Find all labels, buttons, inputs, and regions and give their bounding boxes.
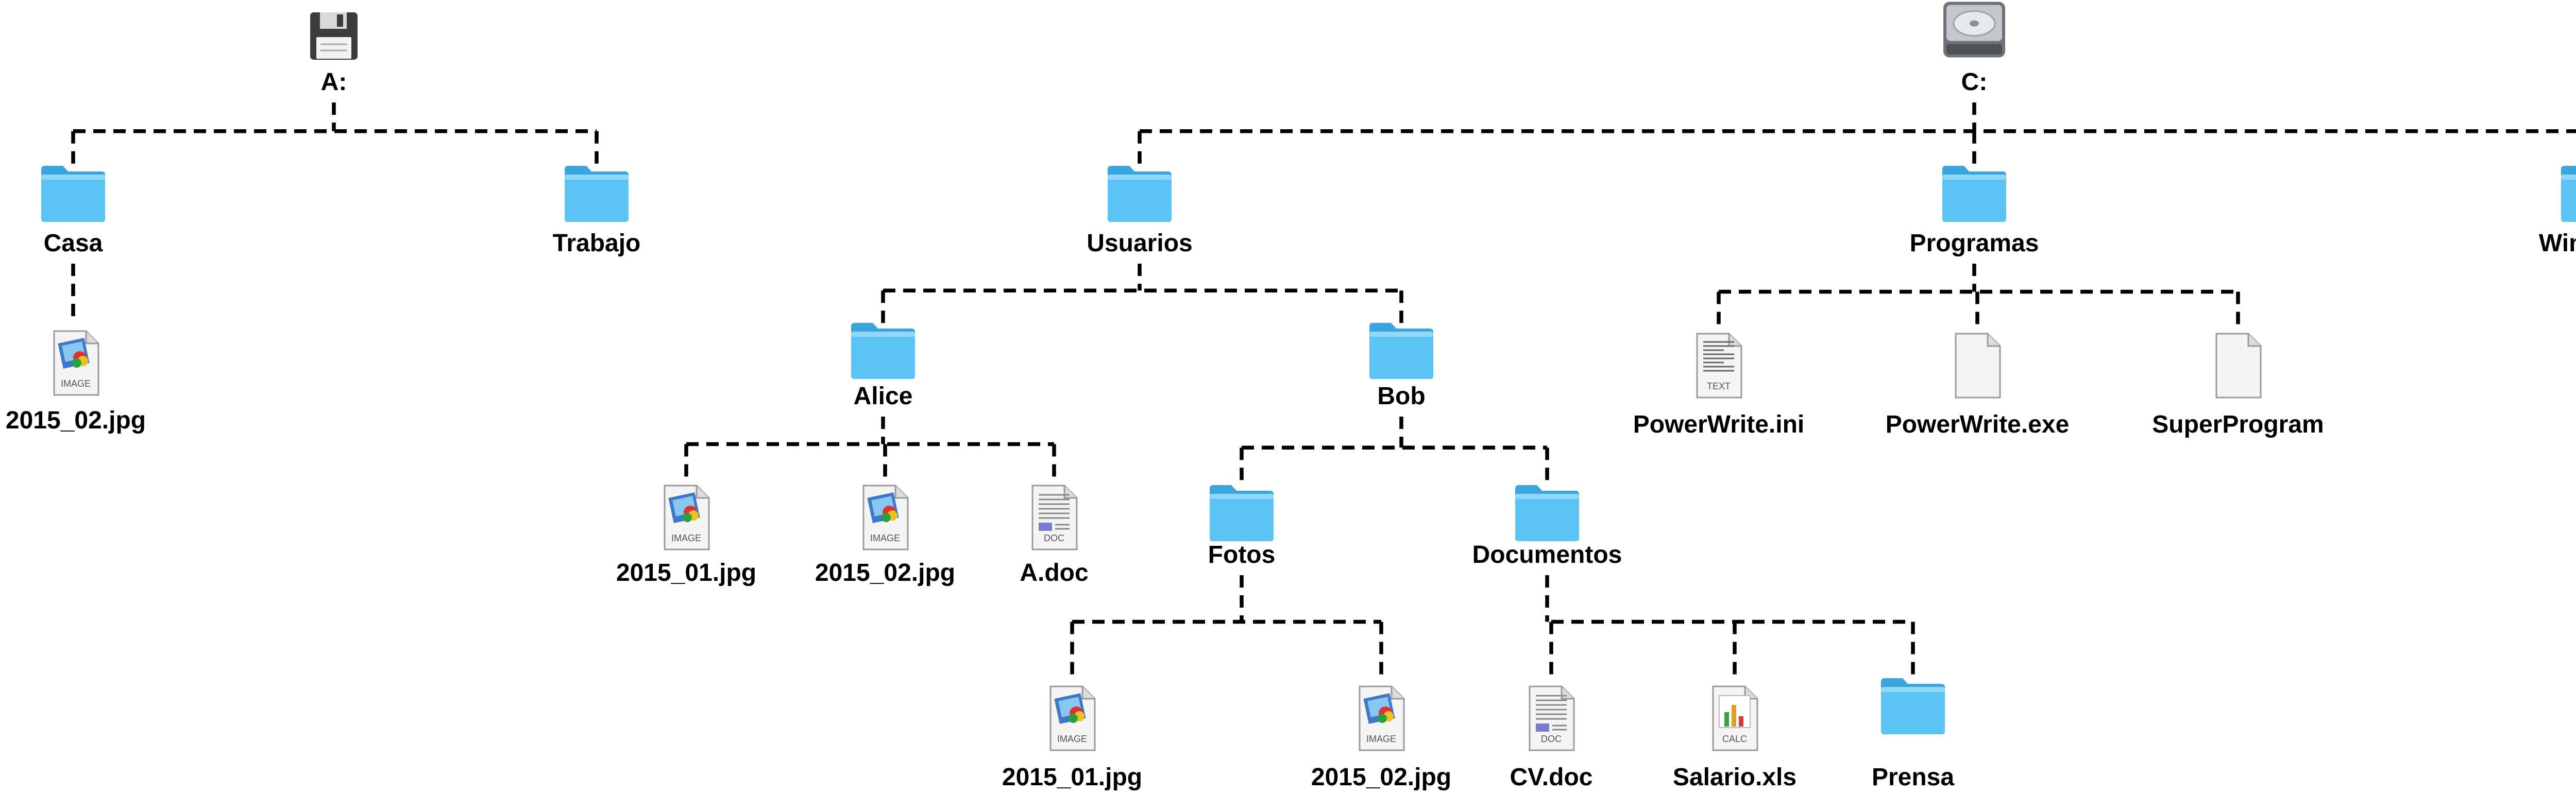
file-label: SuperProgram [2152,411,2324,438]
folder-node-alice[interactable] [851,323,915,379]
file-type-badge: IMAGE [1057,734,1087,744]
connector-programas [1717,264,2240,328]
floppy-disk-icon [310,12,358,60]
generic-file-icon [1955,333,2001,399]
folder-node-usuarios[interactable] [1108,166,1172,222]
file-label: 2015_01.jpg [616,559,756,587]
folder-icon [41,166,105,222]
connector-alice [684,417,1056,480]
connector-c [1138,102,2576,168]
file-label: 2015_01.jpg [1002,764,1142,791]
document-file-icon: DOC [1031,485,1078,550]
file-node-superprogram[interactable] [2215,333,2262,399]
folder-label: Bob [1377,383,1425,410]
folder-icon [1881,678,1945,734]
folder-node-windows[interactable] [2561,166,2576,222]
folder-node-trabajo[interactable] [565,166,629,222]
file-label: CV.doc [1510,764,1593,791]
folder-icon [1369,323,1433,379]
file-node-2015-01-jpg[interactable]: IMAGE [664,485,710,550]
folder-label: Casa [44,230,103,257]
drive-node-c[interactable] [1943,2,2005,58]
folder-node-programas[interactable] [1942,166,2006,222]
file-label: PowerWrite.ini [1633,411,1805,438]
drive-label: A: [321,68,347,96]
connector-fotos [1070,575,1383,681]
file-node-salario-xls[interactable]: CALC [1712,685,1758,751]
file-type-badge: IMAGE [1366,734,1396,744]
text-file-icon: TEXT [1696,333,1742,399]
file-type-badge: IMAGE [870,533,900,543]
file-type-badge: DOC [1044,533,1064,543]
file-type-badge: IMAGE [61,378,91,389]
file-node-2015-02-jpg[interactable]: IMAGE [53,330,99,396]
connector-usuarios [881,264,1403,325]
folder-label: Usuarios [1087,230,1192,257]
folder-label: Trabajo [553,230,641,257]
file-node-powerwrite-exe[interactable] [1955,333,2001,399]
file-label: PowerWrite.exe [1886,411,2070,438]
folder-label: Fotos [1208,541,1276,568]
connector-documentos [1545,575,1915,681]
file-node-2015-02-jpg[interactable]: IMAGE [862,485,909,550]
folder-icon [851,323,915,379]
connector-bob [1240,417,1549,488]
image-file-icon: IMAGE [1049,685,1096,751]
document-file-icon: DOC [1529,685,1575,751]
image-file-icon: IMAGE [862,485,909,550]
drive-node-a[interactable] [310,12,358,60]
folder-icon [565,166,629,222]
file-label: 2015_02.jpg [815,559,955,587]
image-file-icon: IMAGE [53,330,99,396]
folder-label: Alice [854,383,913,410]
folder-icon [1210,485,1274,541]
folder-node-bob[interactable] [1369,323,1433,379]
drive-label: C: [1961,68,1988,96]
file-node-a-doc[interactable]: DOC [1031,485,1078,550]
folder-label: Programas [1910,230,2039,257]
folder-node-documentos[interactable] [1515,485,1579,541]
file-type-badge: IMAGE [671,533,701,543]
folder-node-casa[interactable] [41,166,105,222]
file-label: 2015_02.jpg [6,407,146,434]
file-node-powerwrite-ini[interactable]: TEXT [1696,333,1742,399]
file-type-badge: CALC [1722,734,1747,744]
file-node-2015-02-jpg[interactable]: IMAGE [1359,685,1405,751]
generic-file-icon [2215,333,2262,399]
image-file-icon: IMAGE [1359,685,1405,751]
file-label: Salario.xls [1673,764,1797,791]
folder-label: Documentos [1472,541,1622,568]
folder-icon [1108,166,1172,222]
file-node-2015-01-jpg[interactable]: IMAGE [1049,685,1096,751]
file-type-badge: DOC [1541,734,1562,744]
folder-icon [2561,166,2576,222]
folder-node-fotos[interactable] [1210,485,1274,541]
tree-connectors [71,102,2576,681]
file-node-cv-doc[interactable]: DOC [1529,685,1575,751]
hard-drive-icon [1943,2,2005,58]
spreadsheet-file-icon: CALC [1712,685,1758,751]
folder-label: Prensa [1872,764,1954,791]
file-type-badge: TEXT [1707,381,1731,391]
image-file-icon: IMAGE [664,485,710,550]
connector-a [71,102,599,168]
folder-label: Windows [2539,230,2576,257]
file-label: A.doc [1020,559,1088,587]
folder-icon [1515,485,1579,541]
folder-node-prensa[interactable] [1881,678,1945,734]
file-label: 2015_02.jpg [1311,764,1451,791]
folder-icon [1942,166,2006,222]
